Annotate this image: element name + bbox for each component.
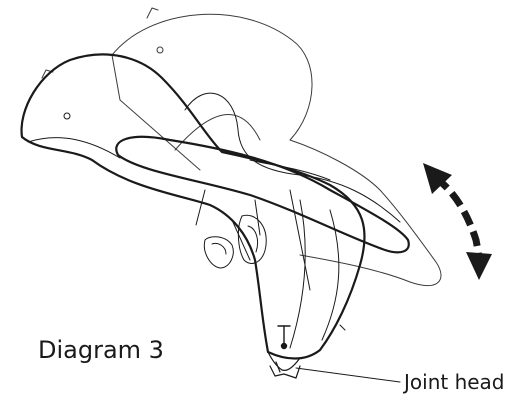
side-lug-inner [211, 243, 227, 255]
ghost-housing [41, 7, 442, 287]
pivot-lug [237, 214, 267, 264]
arrowhead-bottom [466, 252, 492, 280]
housing-details [27, 112, 346, 349]
ghost-seam-2 [174, 114, 261, 151]
inner-cam-slot [115, 135, 410, 254]
motion-arrow-icon [423, 163, 492, 280]
arrowhead-top [423, 163, 452, 194]
ghost-hole [156, 46, 164, 54]
ghost-housing-outline [111, 13, 442, 287]
pin-marker [277, 325, 291, 350]
ghost-tab-top [146, 7, 159, 19]
ghost-seam-1 [111, 54, 201, 171]
diagram-caption: Diagram 3 [38, 336, 164, 364]
main-housing-outline [20, 53, 366, 360]
callout-leader [295, 367, 401, 383]
pivot-lug-inner [247, 225, 259, 253]
main-hole [63, 112, 71, 120]
side-lug [203, 236, 234, 269]
main-housing [20, 53, 410, 360]
ghost-lobe [184, 92, 401, 291]
joint-head-shape [267, 351, 301, 379]
joint-head-label: Joint head [404, 370, 505, 394]
